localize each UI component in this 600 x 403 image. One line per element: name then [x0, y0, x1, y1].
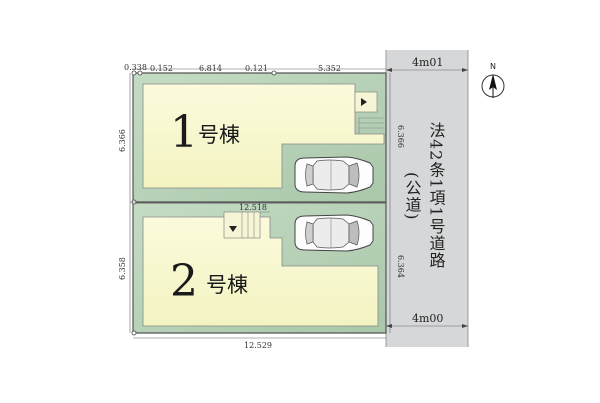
- road-name: 法42条1項1号道路: [427, 122, 446, 269]
- building-2-footprint: [142, 216, 379, 327]
- dim-top-2: 6.814: [199, 64, 222, 73]
- dim-right-lot1: 6.366: [396, 125, 405, 148]
- boundary-marker: [137, 70, 143, 76]
- building-1-suffix: 号棟: [198, 123, 240, 147]
- road-width-bottom: 4m00: [412, 312, 443, 325]
- dim-right-lot2: 6.364: [396, 255, 405, 278]
- building-2-entrance: [223, 211, 270, 239]
- property-line: [132, 72, 387, 334]
- dim-bottom: 12.529: [244, 341, 272, 350]
- compass-label: N: [490, 62, 496, 71]
- dim-left-lot2: 6.358: [118, 257, 127, 280]
- boundary-marker: [131, 70, 137, 76]
- compass-icon: N: [481, 62, 505, 98]
- road-width-top: 4m01: [412, 56, 443, 69]
- road-type: (公道): [403, 172, 422, 220]
- dimension-lines: [129, 68, 468, 339]
- dim-top-3: 0.121: [245, 64, 268, 73]
- dim-left-lot1: 6.366: [118, 129, 127, 152]
- road-strip: [386, 50, 468, 347]
- building-1-number: 1: [170, 107, 198, 158]
- building-2-suffix: 号棟: [206, 273, 248, 297]
- boundary-marker: [271, 70, 277, 76]
- dim-middle: 12.518: [239, 203, 267, 212]
- dim-top-1: 0.152: [150, 64, 173, 73]
- dim-top-4: 5.352: [318, 64, 341, 73]
- boundary-marker: [131, 330, 137, 336]
- car-icon: [294, 156, 374, 194]
- building-1-entrance: [354, 91, 384, 134]
- dim-top-0: 0.338: [124, 63, 147, 72]
- car-icon: [294, 214, 374, 252]
- building-2-number: 2: [170, 256, 198, 307]
